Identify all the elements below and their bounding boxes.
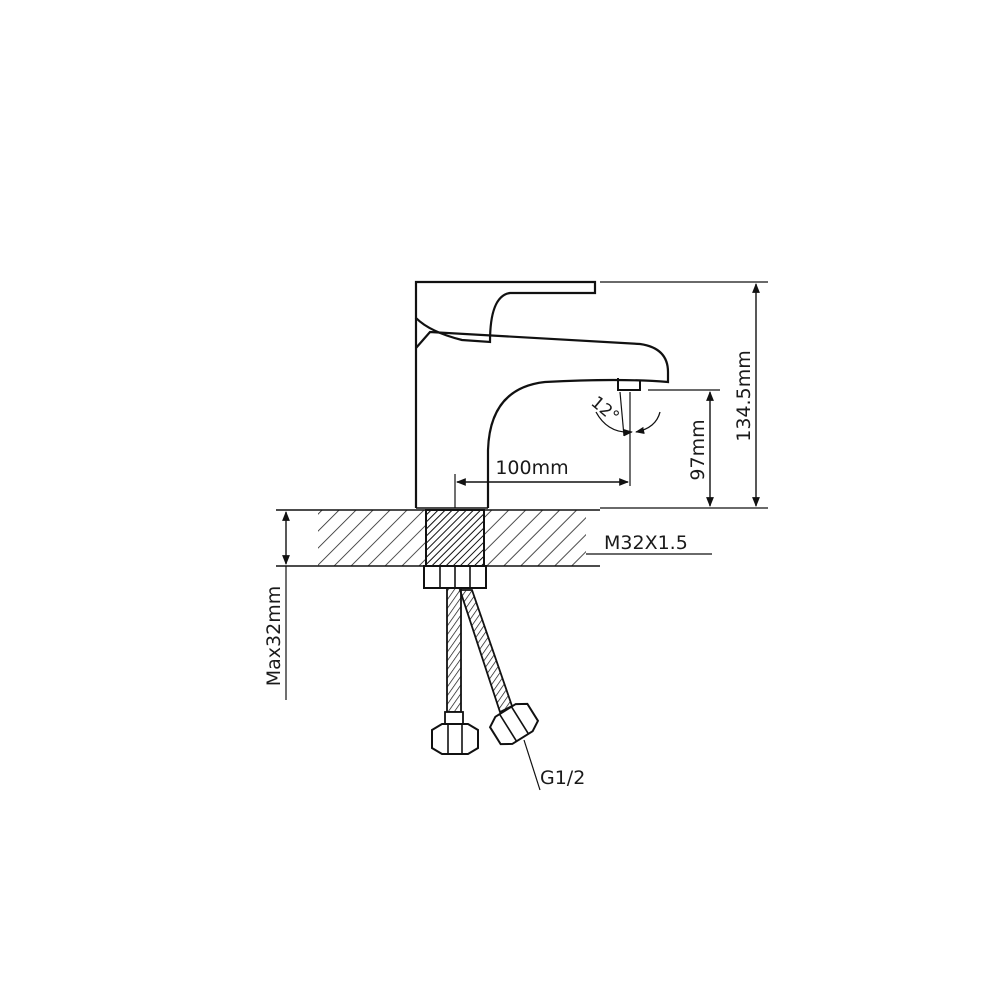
thread-spec-callout: M32X1.5	[586, 532, 712, 555]
dimension-spout-height: 97mm	[648, 389, 720, 507]
spout-reach-label: 100mm	[495, 457, 568, 479]
spout-height-label: 97mm	[687, 419, 709, 480]
hex-nut-right	[488, 702, 540, 746]
thread-spec-label: M32X1.5	[604, 532, 688, 554]
dimension-overall-height: 134.5mm	[600, 281, 768, 509]
aerator	[617, 378, 641, 391]
tilt-angle-label: 12°	[587, 393, 623, 428]
deck-section	[276, 507, 600, 567]
dimension-deck-thickness: Max32mm	[263, 511, 290, 700]
threaded-shank	[425, 509, 485, 567]
dimension-spout-reach: 100mm	[454, 392, 631, 508]
lever-handle	[414, 280, 597, 344]
hose-connector-label: G1/2	[540, 767, 585, 789]
mounting-nut	[423, 565, 487, 589]
dimension-tilt-angle: 12°	[587, 391, 661, 437]
deck-thickness-label: Max32mm	[263, 586, 285, 686]
hose-angled	[458, 589, 514, 714]
hose-straight	[446, 587, 462, 713]
faucet-main-body	[414, 318, 670, 508]
hex-nut-left	[431, 723, 479, 755]
braided-hoses	[431, 587, 540, 755]
faucet-body	[414, 280, 670, 508]
hose-connector-callout: G1/2	[523, 739, 585, 791]
overall-height-label: 134.5mm	[733, 350, 755, 441]
